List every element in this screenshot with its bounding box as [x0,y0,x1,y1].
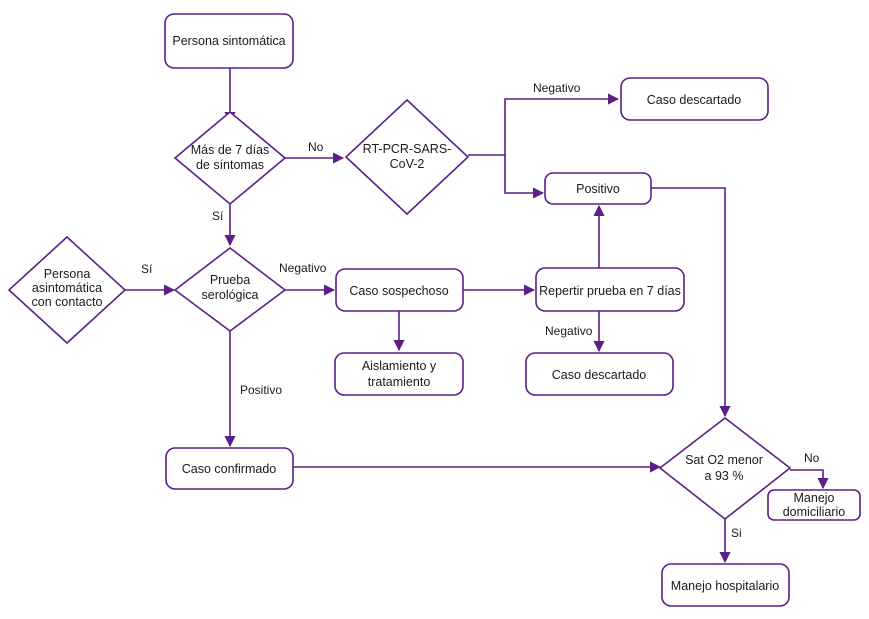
node-rt-pcr: RT-PCR-SARS- CoV-2 [344,98,470,216]
node-label-line-1: Prueba [210,273,250,287]
node-label-line-2: tratamiento [368,375,431,389]
edge-label-negativo-repetir: Negativo [545,324,593,338]
connectors [125,68,829,564]
arrow-sat-to-domiciliario [790,469,829,490]
node-label: Repertir prueba en 7 días [539,284,681,298]
node-label-line-2: serológica [202,288,259,302]
node-label-line-1: Persona [44,267,91,281]
node-label-line-2: CoV-2 [390,157,425,171]
node-label-line-1: Aislamiento y [362,359,437,373]
node-label: Persona sintomática [172,34,285,48]
arrow-positivo-to-sat [651,187,731,418]
node-label-line-2: domiciliario [783,505,846,519]
node-label: Caso confirmado [182,462,277,476]
node-positivo: Positivo [544,172,652,205]
edge-label-negativo-prueba: Negativo [279,261,327,275]
edge-label-si-sat: Si [731,526,742,540]
node-label-line-2: de síntomas [196,158,264,172]
node-label: Manejo hospitalario [671,579,779,593]
edge-label-positivo-prueba: Positivo [240,383,282,397]
edge-labels: No Negativo Sí Sí Negativo Negativo Posi… [141,81,820,540]
node-label-line-3: con contacto [32,295,103,309]
node-label-line-2: asintomática [32,281,102,295]
node-caso-confirmado: Caso confirmado [165,447,294,490]
node-caso-descartado-top: Caso descartado [620,77,769,121]
node-prueba-serologica: Prueba serológica [173,246,287,332]
node-caso-descartado-mid: Caso descartado [525,352,674,396]
node-label: Caso descartado [552,368,647,382]
node-label: Positivo [576,182,620,196]
node-sat-o2: Sat O2 menor a 93 % [658,416,792,521]
edge-label-si-days: Sí [212,209,224,223]
node-aislamiento: Aislamiento y tratamiento [334,352,464,396]
node-persona-asintomatica: Persona asintomática con contacto [7,235,127,345]
edge-label-si-asint: Sí [141,262,153,276]
node-mas-7-dias: Más de 7 días de síntomas [173,110,287,206]
node-label: Caso sospechoso [349,284,448,298]
node-caso-sospechoso: Caso sospechoso [335,268,464,312]
arrow-rtpcr-to-descartado [468,93,620,156]
node-repetir-prueba: Repertir prueba en 7 días [535,267,685,312]
node-label-line-1: Más de 7 días [191,143,270,157]
node-label-line-1: RT-PCR-SARS- [363,142,452,156]
edge-label-no-sat: No [804,451,820,465]
arrow-rtpcr-to-positivo [504,155,545,199]
node-persona-sintomatica: Persona sintomática [164,13,294,69]
node-manejo-domiciliario: Manejo domiciliario [767,489,861,521]
edge-label-no-days: No [308,140,324,154]
node-label-line-1: Sat O2 menor [685,453,763,467]
node-manejo-hospitalario: Manejo hospitalario [661,563,790,607]
node-label-line-1: Manejo [794,491,835,505]
node-label: Caso descartado [647,93,742,107]
edge-label-negativo-rtpcr: Negativo [533,81,581,95]
node-label-line-2: a 93 % [705,469,744,483]
